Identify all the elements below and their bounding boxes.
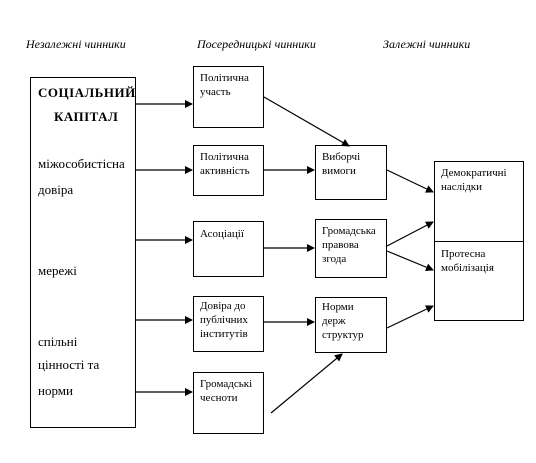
electoral-demands-label: Виборчі вимоги (322, 151, 361, 177)
arrow-consent-to-democratic (386, 221, 434, 247)
civic-consent-box (315, 219, 387, 278)
associations-label: Асоціації (200, 228, 244, 240)
shared-values-label-line3: норми (38, 383, 73, 398)
associations-box (193, 221, 264, 277)
trust-institutions-label: Довіра до публічних інститутів (200, 300, 248, 340)
header-dependent: Залежні чинники (383, 37, 471, 51)
social-capital-title-line2: КАПІТАЛ (54, 109, 119, 124)
networks-label: мережі (38, 263, 77, 278)
interpersonal-trust-label-line2: довіра (38, 182, 74, 197)
arrow-virtues-to-state-norms (270, 353, 343, 414)
social-capital-title-line1: СОЦІАЛЬНИЙ (38, 85, 136, 100)
protest-mobilization-label: Протесна мобілізація (441, 248, 494, 274)
header-independent: Незалежні чинники (26, 37, 126, 51)
civic-consent-label: Громадська правова згода (322, 225, 376, 265)
civic-virtues-label: Громадські чесноти (200, 378, 253, 404)
arrow-consent-to-protest (386, 250, 434, 272)
political-participation-label: Політична участь (200, 72, 249, 98)
democratic-outcomes-box (434, 161, 524, 242)
political-participation-box (193, 66, 264, 128)
arrow-state-norms-to-protest (386, 305, 434, 329)
arrow-electoral-to-democratic (386, 169, 434, 193)
shared-values-label-line1: спільні (38, 334, 78, 349)
header-mediating: Посередницькі чинники (197, 37, 316, 51)
political-activity-label: Політична активність (200, 151, 250, 177)
democratic-outcomes-label: Демократичні наслідки (441, 167, 507, 193)
social-capital-box (30, 77, 136, 428)
trust-institutions-box (193, 296, 264, 352)
state-norms-box (315, 297, 387, 353)
state-norms-label: Норми держ структур (322, 301, 364, 341)
electoral-demands-box (315, 145, 387, 200)
political-activity-box (193, 145, 264, 196)
protest-mobilization-box (434, 241, 524, 321)
interpersonal-trust-label-line1: міжособистісна (38, 156, 125, 171)
civic-virtues-box (193, 372, 264, 434)
arrow-participation-to-electoral (263, 96, 350, 147)
shared-values-label-line2: цінності та (38, 357, 100, 372)
